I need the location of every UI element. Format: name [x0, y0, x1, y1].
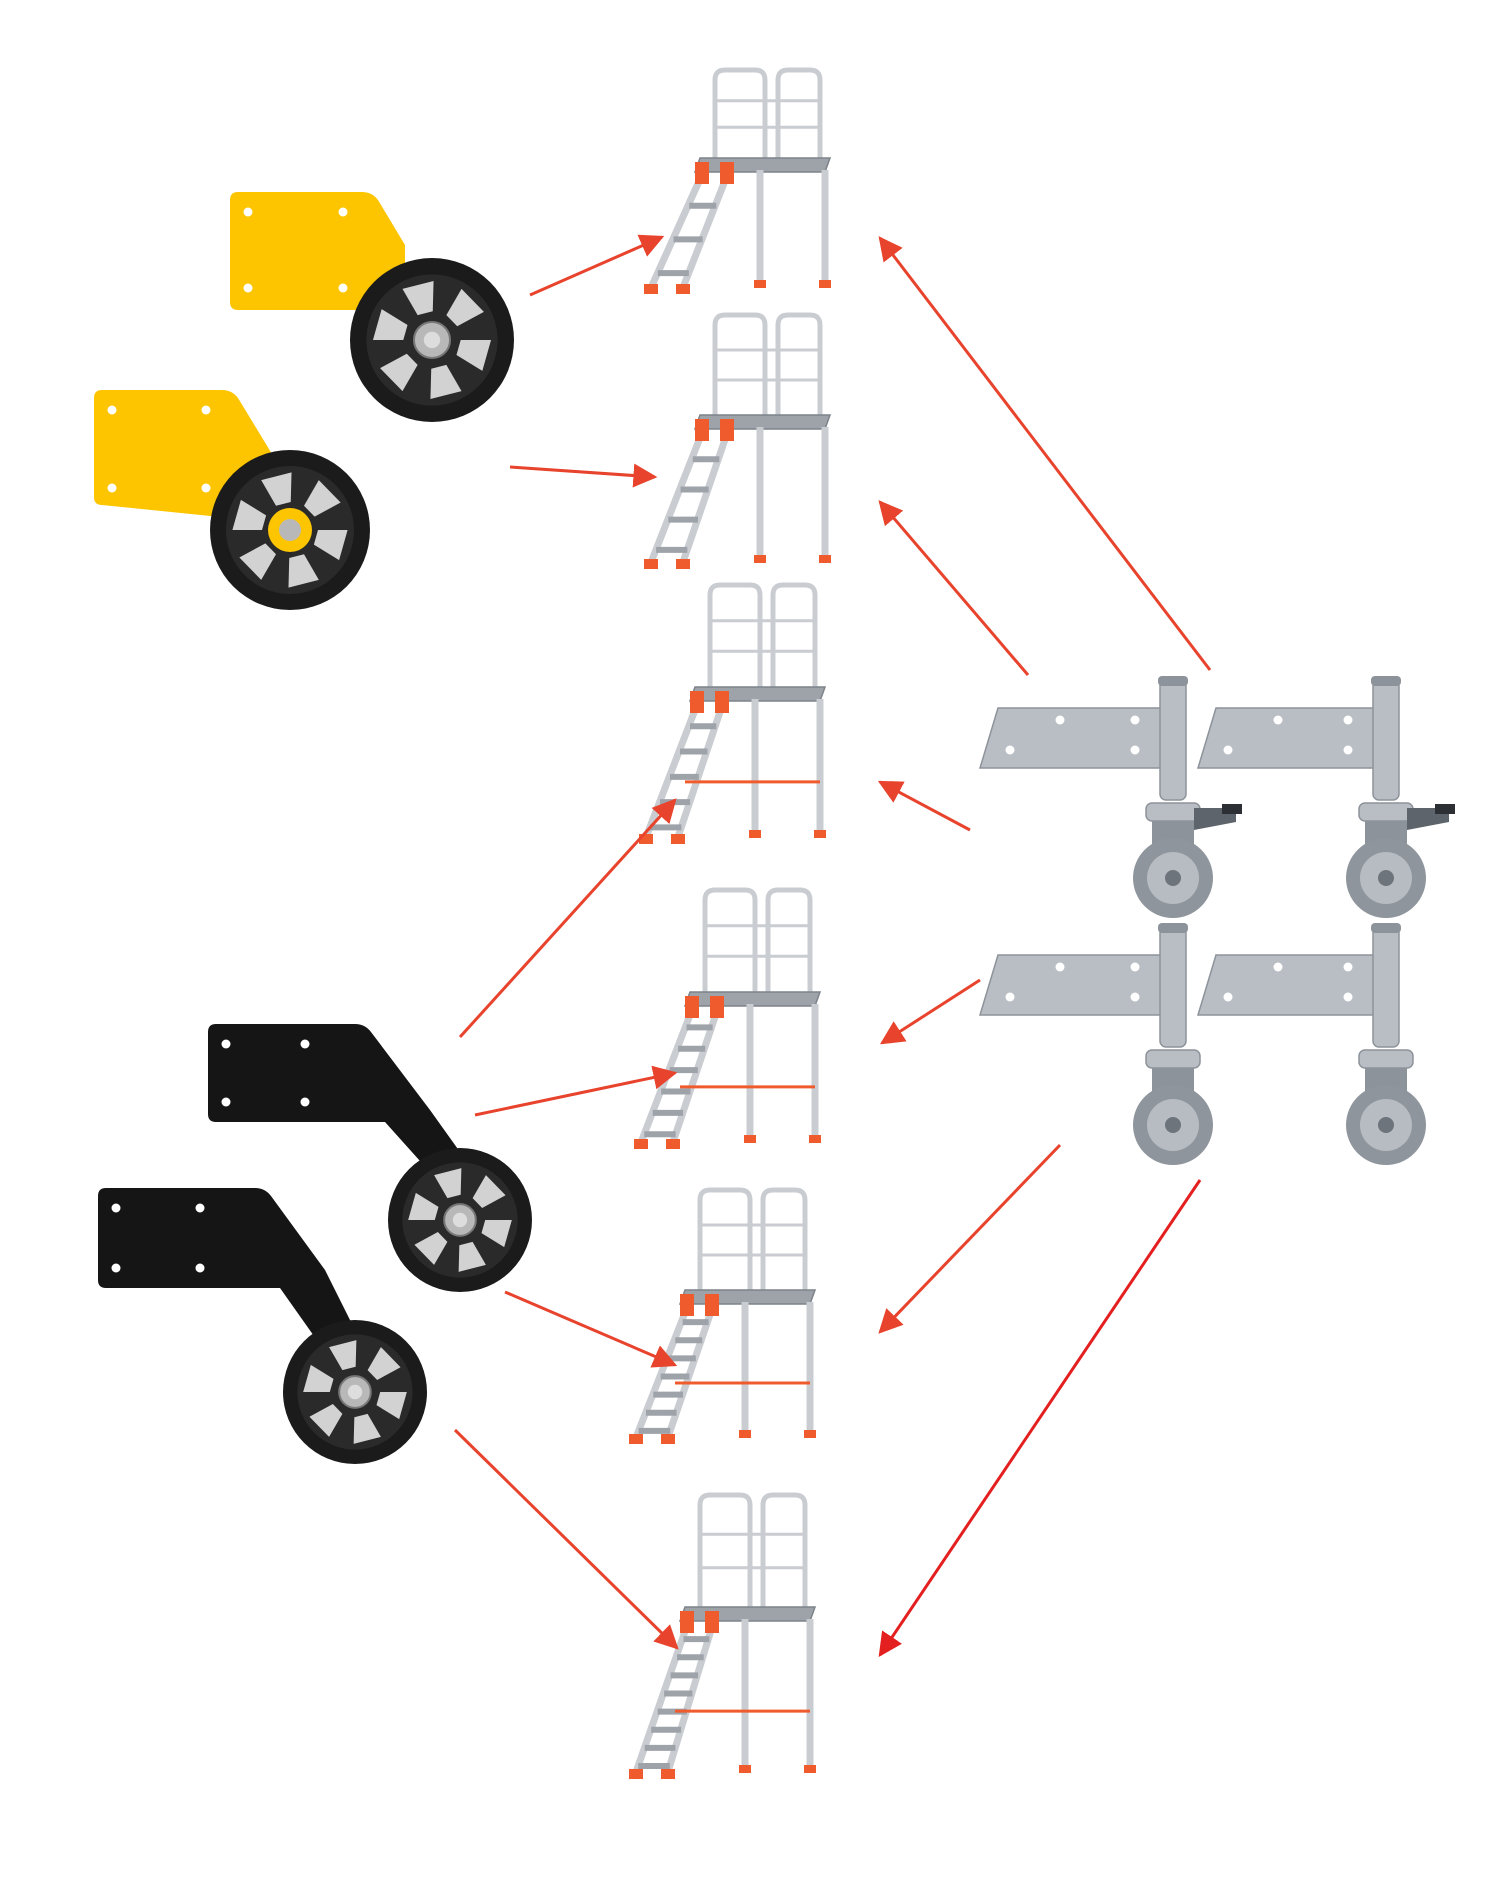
ladder-4 — [634, 887, 822, 1149]
arrow-plain-casters-to-ladder-4 — [879, 978, 981, 1045]
ladder-1 — [644, 67, 832, 294]
wheel-kits-layer — [94, 192, 1455, 1464]
ladders-layer — [629, 67, 832, 1779]
caster-pair-plain-left — [978, 923, 1213, 1165]
arrow-yellow-bracket-wheel-small-to-ladder-2 — [509, 463, 658, 488]
caster-pair-braked-right — [1196, 676, 1455, 918]
arrow-black-bracket-wheels-to-ladder-3 — [458, 798, 677, 1039]
ladder-3 — [639, 582, 827, 844]
ladder-2 — [644, 312, 832, 569]
arrow-yellow-bracket-wheel-large-to-ladder-1 — [529, 234, 665, 297]
caster-pair-braked-left — [978, 676, 1242, 918]
yellow-bracket-wheel-small — [94, 390, 370, 610]
arrow-plain-casters-to-ladder-5 — [878, 1143, 1062, 1334]
arrow-black-bracket-wheels-to-ladder-5 — [504, 1290, 678, 1368]
arrow-plain-casters-to-ladder-6 — [878, 1179, 1202, 1657]
arrow-black-bracket-wheels-to-ladder-4 — [474, 1065, 678, 1117]
black-bracket-wheel-upper — [208, 1024, 532, 1292]
ladder-6 — [629, 1492, 817, 1779]
caster-pair-plain-right — [1196, 923, 1426, 1165]
yellow-bracket-wheel-large — [230, 192, 514, 422]
black-bracket-wheel-lower — [98, 1188, 427, 1464]
arrow-black-bracket-wheels-to-ladder-6 — [453, 1428, 679, 1650]
arrow-braked-casters-to-ladder-2 — [878, 500, 1030, 676]
ladder-5 — [629, 1187, 817, 1444]
arrow-braked-casters-to-ladder-1 — [878, 236, 1212, 671]
arrows-layer — [453, 234, 1212, 1657]
arrow-braked-casters-to-ladder-3 — [877, 780, 971, 832]
